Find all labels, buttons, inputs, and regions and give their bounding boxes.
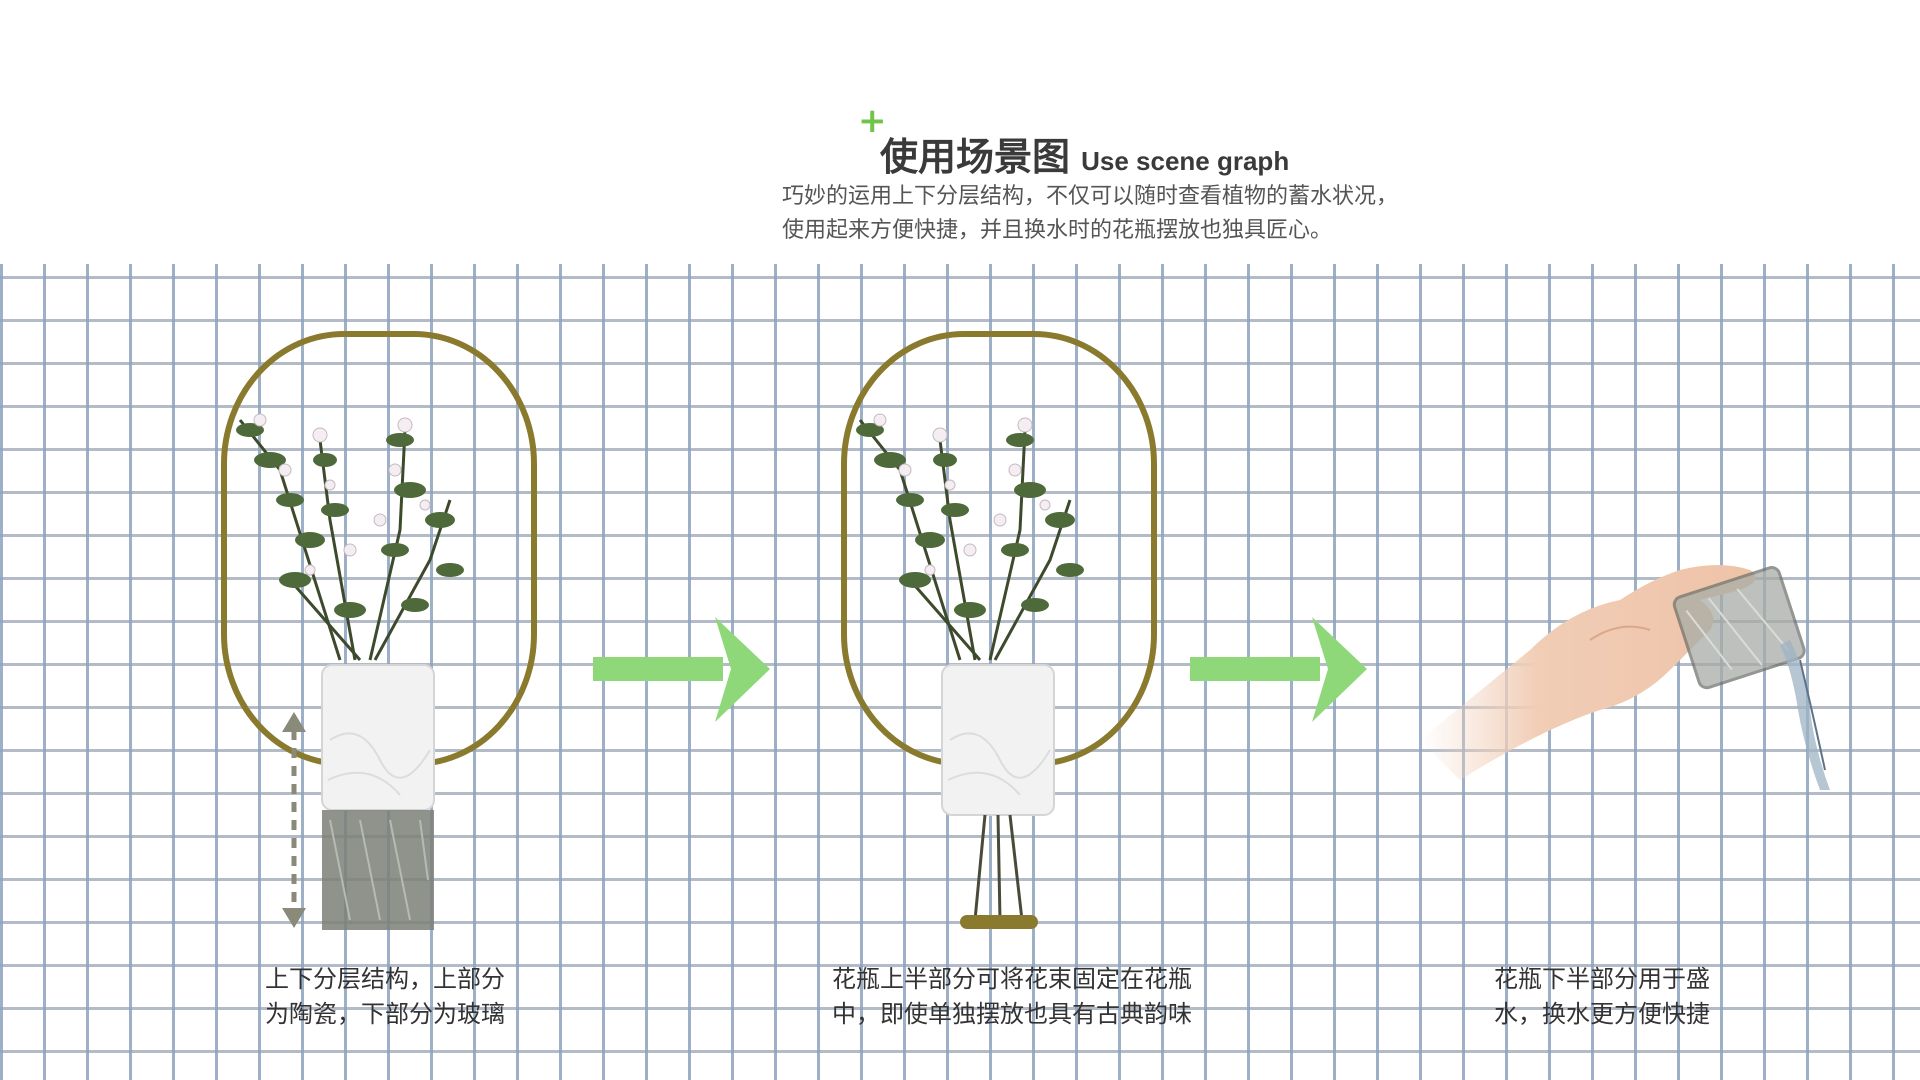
caption-scene-3: 花瓶下半部分用于盛 水，换水更方便快捷 xyxy=(1494,962,1710,1032)
caption-scene-1: 上下分层结构，上部分 为陶瓷，下部分为玻璃 xyxy=(265,962,505,1032)
caption-scene-2-line-2: 中，即使单独摆放也具有古典韵味 xyxy=(832,1000,1192,1028)
water-stream xyxy=(1780,640,1830,790)
hand xyxy=(1420,565,1756,780)
page-title: 使用场景图 Use scene graph xyxy=(880,126,1289,181)
caption-scene-2-line-1: 花瓶上半部分可将花束固定在花瓶 xyxy=(832,965,1192,993)
scene-3-hand-pouring-illustration xyxy=(1420,565,1830,790)
description: 巧妙的运用上下分层结构，不仅可以随时查看植物的蓄水状况， 使用起来方便快捷，并且… xyxy=(782,180,1398,248)
up-down-arrow-icon xyxy=(282,712,306,928)
description-line-1: 巧妙的运用上下分层结构，不仅可以随时查看植物的蓄水状况， xyxy=(782,184,1399,209)
leaves xyxy=(856,423,1084,618)
blossoms xyxy=(873,413,1051,576)
ceramic-upper-vase xyxy=(941,664,1055,816)
brass-base xyxy=(960,915,1038,929)
glass-container xyxy=(1672,566,1806,690)
title-chinese: 使用场景图 xyxy=(880,135,1071,179)
caption-scene-2: 花瓶上半部分可将花束固定在花瓶 中，即使单独摆放也具有古典韵味 xyxy=(832,962,1192,1032)
caption-scene-3-line-2: 水，换水更方便快捷 xyxy=(1494,1000,1710,1028)
ceramic-upper-vase xyxy=(321,664,435,811)
scene-1-vase-illustration xyxy=(221,331,537,930)
scene-2-vase-illustration xyxy=(841,331,1157,929)
vase-stand xyxy=(973,814,1024,921)
description-line-2: 使用起来方便快捷，并且换水时的花瓶摆放也独具匠心。 xyxy=(782,218,1333,243)
blossoms xyxy=(253,413,431,576)
caption-scene-1-line-1: 上下分层结构，上部分 xyxy=(265,965,505,993)
title-english: Use scene graph xyxy=(1081,146,1290,176)
right-arrow-icon xyxy=(593,617,770,722)
caption-scene-3-line-1: 花瓶下半部分用于盛 xyxy=(1494,965,1710,993)
caption-scene-1-line-2: 为陶瓷，下部分为玻璃 xyxy=(265,1000,505,1028)
right-arrow-icon xyxy=(1190,617,1367,722)
plus-icon: + xyxy=(858,101,887,141)
leaves xyxy=(236,423,464,618)
